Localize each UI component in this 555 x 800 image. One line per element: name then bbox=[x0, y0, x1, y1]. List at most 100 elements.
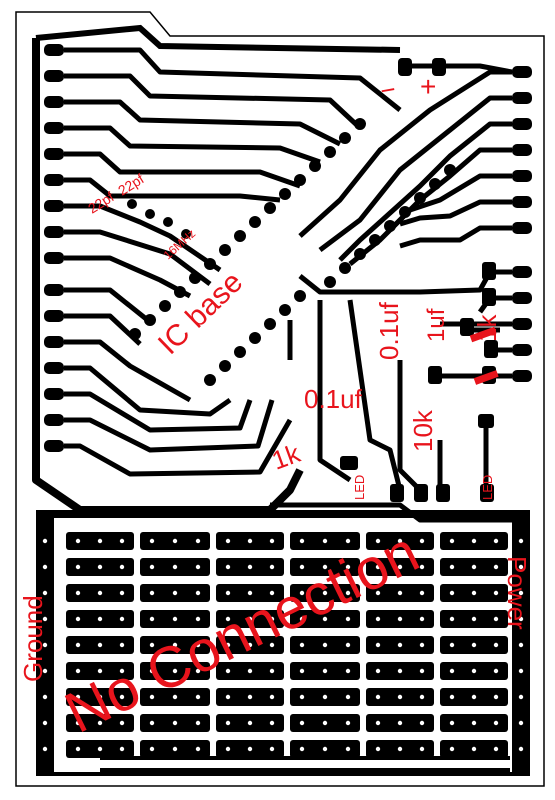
ic-base-pads bbox=[129, 118, 456, 386]
drill-hole bbox=[247, 694, 253, 700]
drill-hole bbox=[419, 694, 425, 700]
drill-hole bbox=[75, 590, 81, 596]
drill-hole bbox=[172, 668, 178, 674]
drill-hole bbox=[375, 720, 381, 726]
rail-hole bbox=[518, 694, 524, 700]
drill-hole bbox=[97, 668, 103, 674]
drill-hole bbox=[225, 564, 231, 570]
drill-hole bbox=[322, 590, 328, 596]
drill-hole bbox=[269, 746, 275, 752]
drill-hole bbox=[75, 720, 81, 726]
drill-hole bbox=[225, 746, 231, 752]
drill-hole bbox=[269, 642, 275, 648]
drill-hole bbox=[225, 616, 231, 622]
drill-hole bbox=[322, 720, 328, 726]
drill-hole bbox=[397, 642, 403, 648]
drill-hole bbox=[345, 564, 351, 570]
top-trace bbox=[35, 24, 401, 53]
drill-hole bbox=[471, 720, 477, 726]
drill-hole bbox=[397, 720, 403, 726]
drill-hole bbox=[345, 746, 351, 752]
rail-hole bbox=[42, 590, 48, 596]
drill-hole bbox=[322, 746, 328, 752]
drill-hole bbox=[149, 616, 155, 622]
drill-hole bbox=[322, 668, 328, 674]
drill-hole bbox=[172, 720, 178, 726]
drill-hole bbox=[97, 746, 103, 752]
drill-hole bbox=[471, 642, 477, 648]
drill-hole bbox=[119, 668, 125, 674]
drill-hole bbox=[322, 694, 328, 700]
drill-hole bbox=[345, 616, 351, 622]
drill-hole bbox=[449, 590, 455, 596]
drill-hole bbox=[97, 720, 103, 726]
drill-hole bbox=[375, 746, 381, 752]
drill-hole bbox=[195, 720, 201, 726]
drill-hole bbox=[269, 538, 275, 544]
drill-hole bbox=[75, 616, 81, 622]
rail-hole bbox=[42, 746, 48, 752]
label-led-b: LED bbox=[480, 475, 495, 500]
drill-hole bbox=[269, 564, 275, 570]
drill-hole bbox=[149, 564, 155, 570]
drill-hole bbox=[247, 720, 253, 726]
drill-hole bbox=[493, 538, 499, 544]
drill-hole bbox=[471, 564, 477, 570]
drill-hole bbox=[397, 564, 403, 570]
drill-hole bbox=[419, 564, 425, 570]
drill-hole bbox=[299, 694, 305, 700]
drill-hole bbox=[97, 590, 103, 596]
rail-hole bbox=[42, 694, 48, 700]
drill-hole bbox=[493, 616, 499, 622]
drill-hole bbox=[119, 642, 125, 648]
drill-hole bbox=[299, 720, 305, 726]
drill-hole bbox=[172, 538, 178, 544]
label-0.1uf-a: 0.1uf bbox=[374, 301, 404, 360]
drill-hole bbox=[172, 746, 178, 752]
label-0.1uf-b: 0.1uf bbox=[304, 384, 363, 414]
drill-hole bbox=[493, 642, 499, 648]
drill-hole bbox=[247, 746, 253, 752]
label-ground: Ground bbox=[18, 595, 48, 682]
drill-hole bbox=[195, 694, 201, 700]
drill-hole bbox=[149, 538, 155, 544]
drill-hole bbox=[322, 616, 328, 622]
drill-hole bbox=[75, 564, 81, 570]
drill-hole bbox=[299, 590, 305, 596]
label-1uf: 1uf bbox=[423, 308, 450, 342]
drill-hole bbox=[195, 616, 201, 622]
drill-hole bbox=[269, 616, 275, 622]
rail-hole bbox=[518, 746, 524, 752]
drill-hole bbox=[375, 694, 381, 700]
drill-hole bbox=[172, 642, 178, 648]
drill-hole bbox=[493, 694, 499, 700]
drill-hole bbox=[225, 642, 231, 648]
drill-hole bbox=[419, 642, 425, 648]
drill-hole bbox=[322, 538, 328, 544]
drill-hole bbox=[375, 642, 381, 648]
drill-hole bbox=[149, 694, 155, 700]
drill-hole bbox=[345, 590, 351, 596]
rail-hole bbox=[42, 720, 48, 726]
drill-hole bbox=[247, 616, 253, 622]
drill-hole bbox=[172, 590, 178, 596]
drill-hole bbox=[345, 720, 351, 726]
drill-hole bbox=[269, 720, 275, 726]
power-connector-pads bbox=[398, 58, 446, 76]
drill-hole bbox=[449, 538, 455, 544]
drill-hole bbox=[172, 694, 178, 700]
crystal-pads bbox=[127, 199, 191, 239]
drill-hole bbox=[493, 720, 499, 726]
drill-hole bbox=[247, 538, 253, 544]
drill-hole bbox=[375, 616, 381, 622]
drill-hole bbox=[299, 642, 305, 648]
drill-hole bbox=[195, 564, 201, 570]
drill-hole bbox=[172, 564, 178, 570]
rail-hole bbox=[518, 668, 524, 674]
label-1k-a: 1k bbox=[472, 314, 502, 342]
drill-hole bbox=[397, 668, 403, 674]
drill-hole bbox=[471, 538, 477, 544]
drill-hole bbox=[345, 642, 351, 648]
drill-hole bbox=[97, 694, 103, 700]
label-plus: + bbox=[420, 71, 436, 102]
